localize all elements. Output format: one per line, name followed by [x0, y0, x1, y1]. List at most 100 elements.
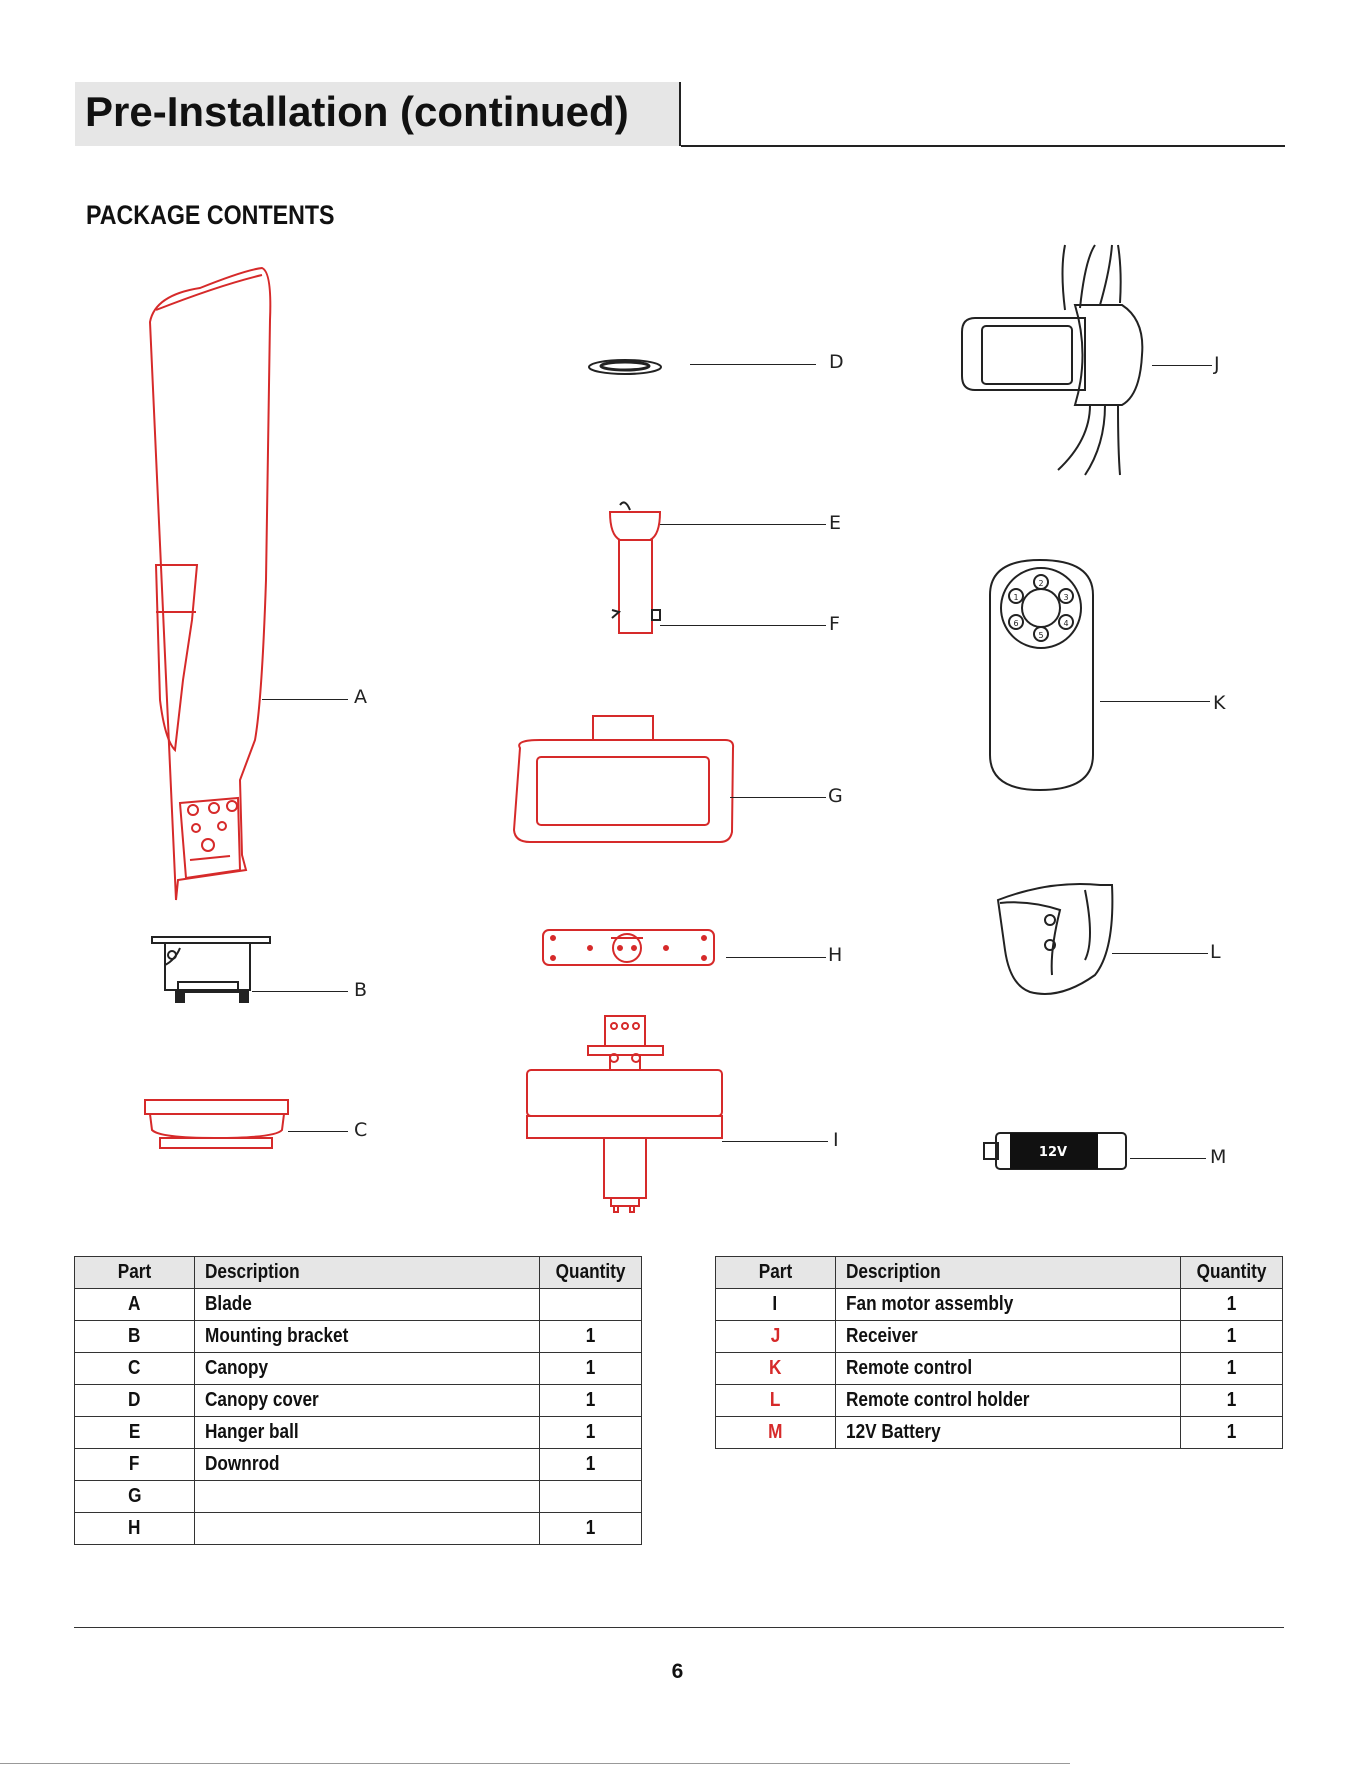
- part-h-illustration: [542, 929, 715, 966]
- cell-part: K: [715, 1352, 836, 1385]
- callout-a: A: [354, 686, 367, 708]
- callout-m: M: [1210, 1146, 1227, 1168]
- cell-quantity: 1: [538, 1448, 643, 1481]
- cell-part: D: [74, 1384, 195, 1417]
- remote-holder-illustration: [996, 883, 1114, 995]
- callout-e: E: [829, 512, 842, 534]
- table-row: G: [74, 1480, 643, 1513]
- cell-part: A: [74, 1288, 195, 1321]
- callout-j: J: [1214, 353, 1220, 375]
- cell-part: C: [74, 1352, 195, 1385]
- leader-k: [1100, 701, 1210, 702]
- part-g-illustration: [512, 715, 735, 843]
- leader-c: [288, 1131, 348, 1132]
- leader-b: [252, 991, 348, 992]
- column-header-quantity: Quantity: [1179, 1256, 1284, 1289]
- callout-l: L: [1210, 941, 1221, 963]
- cell-description: Receiver: [834, 1320, 1181, 1353]
- cell-description: 12V Battery: [834, 1416, 1181, 1449]
- leader-a: [262, 699, 348, 700]
- battery-illustration: 12V: [983, 1132, 1127, 1170]
- leader-m: [1130, 1158, 1206, 1159]
- canopy-cover-illustration: [588, 359, 662, 375]
- cell-quantity: 1: [538, 1320, 643, 1353]
- leader-g: [730, 797, 826, 798]
- cell-description: Mounting bracket: [193, 1320, 540, 1353]
- cell-part: L: [715, 1384, 836, 1417]
- column-header-description: Description: [834, 1256, 1181, 1289]
- callout-i: I: [833, 1129, 839, 1151]
- leader-d: [690, 364, 816, 365]
- cell-description: Blade: [193, 1288, 540, 1321]
- remote-button-3: 3: [1063, 593, 1068, 602]
- leader-j: [1152, 365, 1212, 366]
- cell-part: I: [715, 1288, 836, 1321]
- cell-quantity: 1: [1179, 1320, 1284, 1353]
- cell-quantity: 1: [538, 1416, 643, 1449]
- callout-b: B: [354, 979, 368, 1001]
- remote-button-2: 2: [1038, 579, 1043, 588]
- fan-motor-illustration: [526, 1015, 723, 1213]
- remote-button-6: 6: [1013, 619, 1018, 628]
- cell-quantity: 1: [1179, 1288, 1284, 1321]
- remote-button-1: 1: [1013, 593, 1018, 602]
- cell-description: [193, 1480, 540, 1513]
- cell-quantity: 1: [1179, 1384, 1284, 1417]
- cell-description: Fan motor assembly: [834, 1288, 1181, 1321]
- column-header-part: Part: [715, 1256, 836, 1289]
- callout-c: C: [354, 1119, 368, 1141]
- cell-description: Hanger ball: [193, 1416, 540, 1449]
- page-title: Pre-Installation (continued): [85, 88, 629, 135]
- remote-button-4: 4: [1063, 619, 1068, 628]
- package-contents-illustration: 2 3 4 5 6 1 12V: [144, 244, 1144, 1213]
- cell-part: J: [715, 1320, 836, 1353]
- cell-quantity: 1: [1179, 1352, 1284, 1385]
- cell-quantity: 1: [1179, 1416, 1284, 1449]
- blade-illustration: [148, 266, 272, 901]
- column-header-description: Description: [193, 1256, 540, 1289]
- cell-description: Downrod: [193, 1448, 540, 1481]
- cell-quantity: [538, 1480, 643, 1513]
- table-header-row: Part Description Quantity: [74, 1256, 643, 1289]
- cell-quantity: 1: [538, 1512, 643, 1545]
- cell-part: H: [74, 1512, 195, 1545]
- header-banner: Pre-Installation (continued): [75, 82, 681, 146]
- footer-rule: [74, 1627, 1284, 1628]
- section-title: PACKAGE CONTENTS: [86, 200, 335, 230]
- cell-part: E: [74, 1416, 195, 1449]
- cell-description: Canopy cover: [193, 1384, 540, 1417]
- page-number: 6: [671, 1660, 684, 1683]
- cell-part: B: [74, 1320, 195, 1353]
- remote-control-illustration: 2 3 4 5 6 1: [989, 558, 1094, 792]
- cell-description: Canopy: [193, 1352, 540, 1385]
- leader-f: [660, 625, 826, 626]
- callout-k: K: [1213, 692, 1226, 714]
- cell-part: F: [74, 1448, 195, 1481]
- receiver-illustration: [961, 244, 1144, 476]
- leader-e: [660, 524, 826, 525]
- downrod-illustration: [608, 501, 662, 634]
- cell-description: Remote control: [834, 1352, 1181, 1385]
- cell-part: G: [74, 1480, 195, 1513]
- cell-description: Remote control holder: [834, 1384, 1181, 1417]
- bottom-rule: [0, 1763, 1070, 1764]
- header-rule: [681, 145, 1285, 147]
- mounting-bracket-illustration: [151, 936, 271, 1003]
- callout-f: F: [829, 613, 840, 635]
- cell-quantity: 1: [538, 1352, 643, 1385]
- callout-d: D: [829, 351, 844, 373]
- column-header-quantity: Quantity: [538, 1256, 643, 1289]
- cell-part: M: [715, 1416, 836, 1449]
